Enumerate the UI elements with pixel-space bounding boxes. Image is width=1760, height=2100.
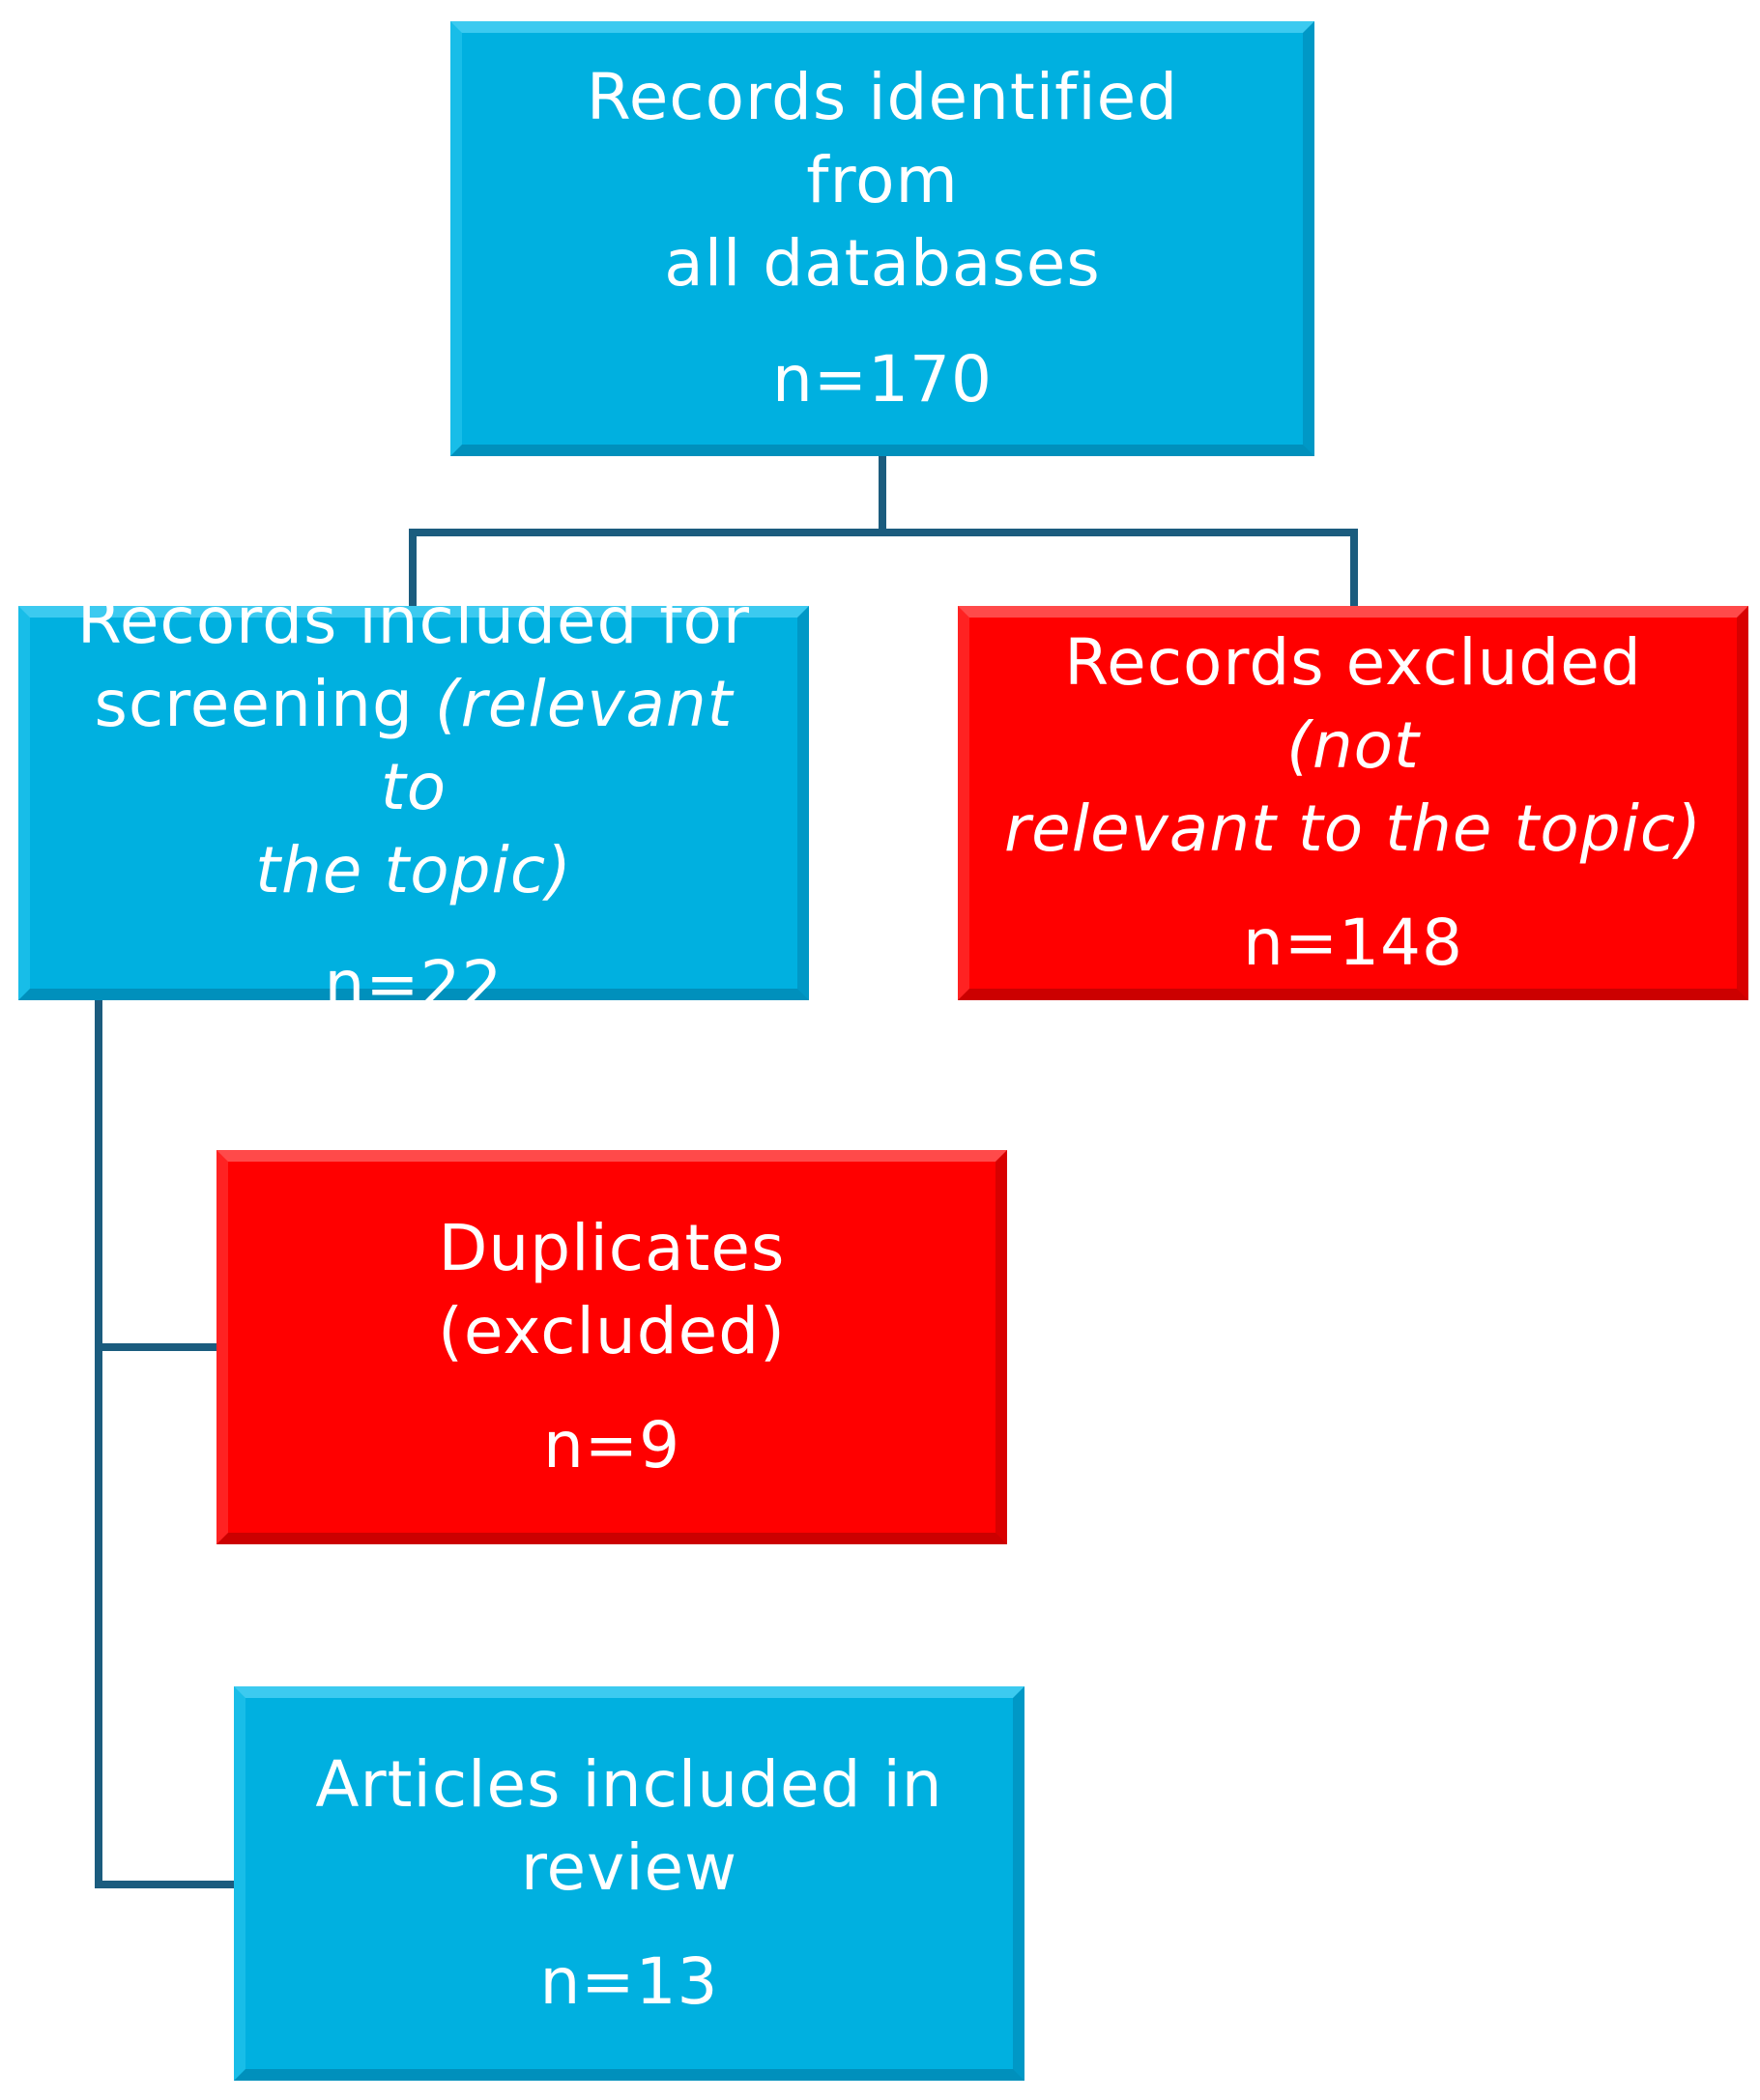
records-excluded-line1-italic: (not <box>1286 708 1420 783</box>
duplicates-count: n=9 <box>542 1408 681 1482</box>
records-excluded-count: n=148 <box>1242 906 1464 980</box>
records-screening-line2-italic: (relevant to <box>380 667 734 824</box>
records-excluded-line2-italic: relevant to the topic) <box>1004 791 1702 866</box>
records-screening-line3-italic: the topic) <box>255 833 572 907</box>
records-excluded-label: Records excluded (not relevant to the to… <box>998 621 1708 871</box>
articles-included-label: Articles included in review <box>315 1743 942 1910</box>
records-identified-count: n=170 <box>771 342 994 417</box>
records-screening-count: n=22 <box>324 947 504 1021</box>
records-identified-line1: Records identified from <box>586 60 1179 217</box>
records-identified-label: Records identified from all databases <box>501 56 1264 305</box>
articles-included-box: Articles included in review n=13 <box>234 1686 1024 2081</box>
records-excluded-box: Records excluded (not relevant to the to… <box>958 606 1748 1000</box>
articles-included-line2: review <box>520 1830 738 1905</box>
records-identified-line2: all databases <box>664 226 1101 301</box>
duplicates-label: Duplicates (excluded) <box>438 1211 786 1368</box>
records-screening-line1: Records included for <box>76 584 751 658</box>
articles-included-count: n=13 <box>539 1944 719 2019</box>
duplicates-box: Duplicates (excluded) n=9 <box>216 1150 1007 1544</box>
records-screening-box: Records included for screening (relevant… <box>18 584 809 1021</box>
records-screening-line2-plain: screening <box>94 667 435 741</box>
articles-included-line1: Articles included in <box>315 1747 943 1822</box>
records-screening-label: Records included for screening (relevant… <box>59 580 768 912</box>
records-identified-box: Records identified from all databases n=… <box>450 21 1314 456</box>
records-excluded-line1-plain: Records excluded <box>1064 625 1642 700</box>
